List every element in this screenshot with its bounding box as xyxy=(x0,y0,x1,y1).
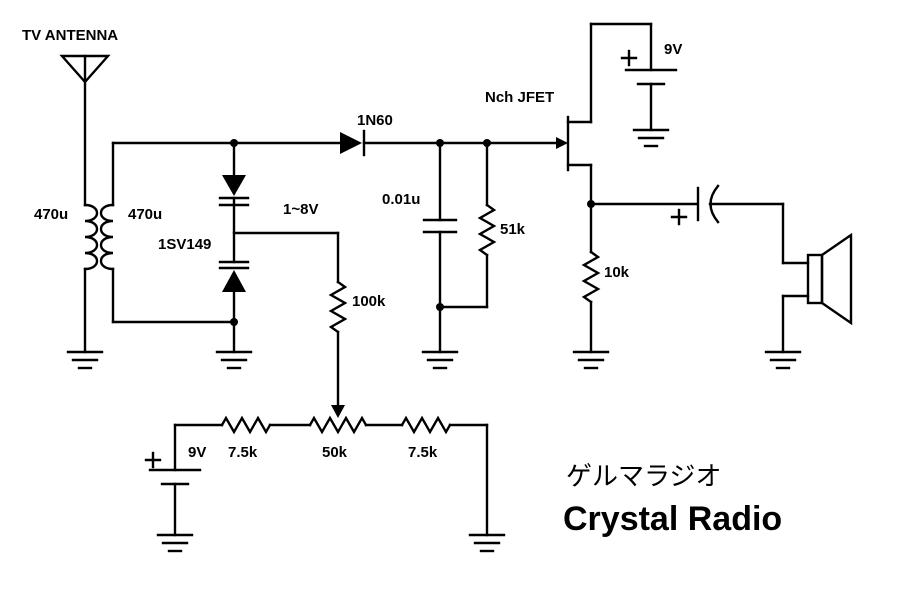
jfet-label: Nch JFET xyxy=(485,89,554,106)
resistor-10k-label: 10k xyxy=(604,264,630,281)
resistor-100k xyxy=(328,280,348,418)
resistor-51k-label: 51k xyxy=(500,221,526,238)
varicap-label: 1SV149 xyxy=(158,236,211,253)
junction-dot xyxy=(230,139,238,147)
speaker-icon xyxy=(781,202,853,354)
potentiometer-label: 50k xyxy=(322,444,348,461)
antenna-label: TV ANTENNA xyxy=(22,27,118,44)
title-english: Crystal Radio xyxy=(563,500,782,538)
potentiometer-50k xyxy=(308,415,368,435)
ground-icon xyxy=(572,350,610,370)
output-capacitor xyxy=(589,184,785,226)
ground-icon xyxy=(421,350,459,370)
resistor-7k5-left xyxy=(220,415,272,435)
ground-icon xyxy=(215,350,253,370)
ground-icon xyxy=(764,350,802,370)
jfet-transistor xyxy=(566,22,593,254)
ground-icon xyxy=(632,128,670,148)
resistor-10k xyxy=(581,250,601,354)
battery-bias-label: 9V xyxy=(188,444,206,461)
ground-icon xyxy=(156,533,194,553)
coil-primary-label: 470u xyxy=(34,206,68,223)
junction-dot xyxy=(436,303,444,311)
diode-1n60 xyxy=(340,129,366,157)
coil-secondary xyxy=(99,141,115,324)
resistor-7k5-right-label: 7.5k xyxy=(408,444,438,461)
capacitor-0-01u xyxy=(422,141,458,354)
diode-label: 1N60 xyxy=(357,112,393,129)
gate-arrow xyxy=(556,137,568,149)
bias-range-label: 1~8V xyxy=(283,201,318,218)
varicap-diodes xyxy=(218,141,250,354)
resistor-51k xyxy=(438,141,497,309)
coil-secondary-label: 470u xyxy=(128,206,162,223)
title-japanese: ゲルマラジオ xyxy=(566,462,721,492)
coil-primary xyxy=(83,203,99,354)
resistor-100k-label: 100k xyxy=(352,293,386,310)
capacitor-label: 0.01u xyxy=(382,191,420,208)
battery-main xyxy=(589,22,678,132)
battery-bias xyxy=(144,423,202,537)
battery-main-label: 9V xyxy=(664,41,682,58)
ground-icon xyxy=(468,533,506,553)
resistor-7k5-left-label: 7.5k xyxy=(228,444,258,461)
resistor-7k5-right xyxy=(400,415,452,435)
antenna-symbol xyxy=(59,54,111,207)
ground-icon xyxy=(66,350,104,370)
